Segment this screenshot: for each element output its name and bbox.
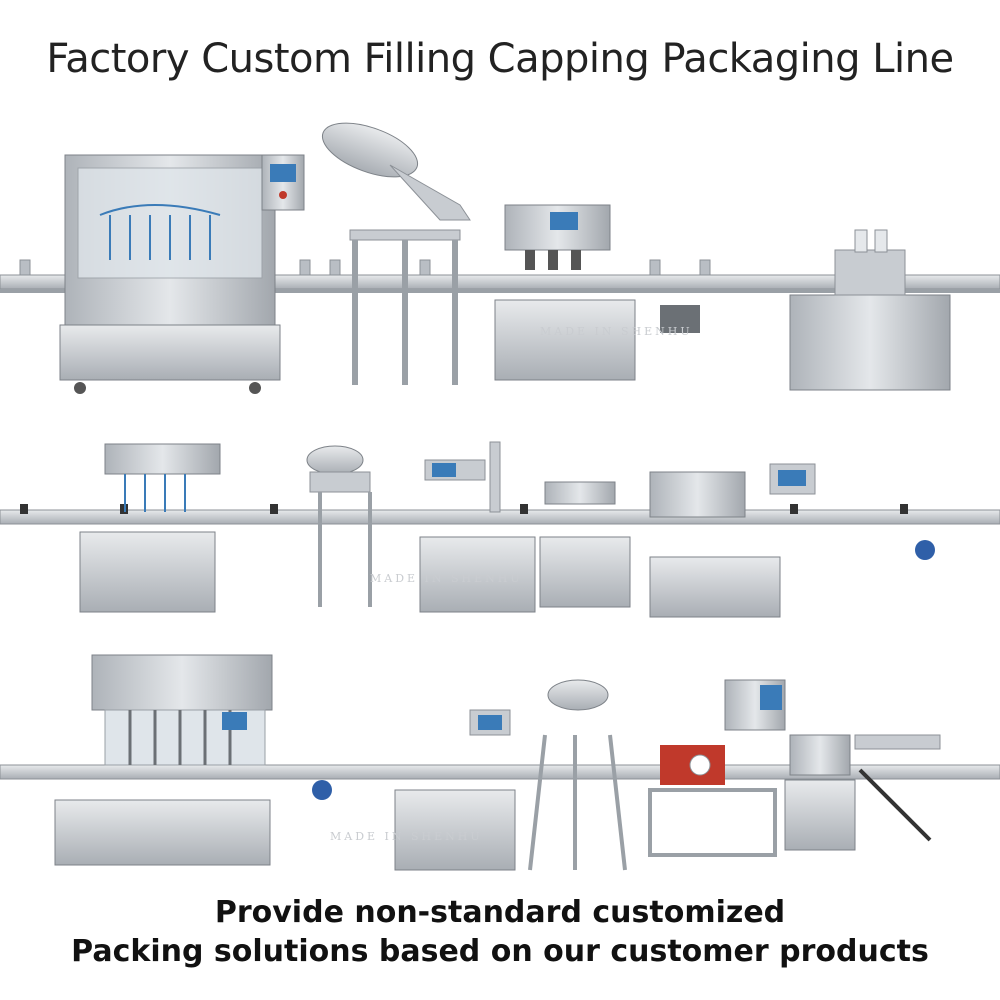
packaging-line-photo-2: MADE IN SHENHU [0,441,1000,618]
page-title: Factory Custom Filling Capping Packaging… [46,36,954,82]
packaging-line-photo-1: MADE IN SHENHU [0,122,1000,394]
watermark-2: MADE IN SHENHU [370,572,523,585]
caption-line-2: Packing solutions based on our customer … [71,934,929,969]
packaging-line-photo-3: MADE IN SHENHU [0,654,1000,871]
caption-line-1: Provide non-standard customized [214,895,786,930]
watermark-3: MADE IN SHENHU [330,830,483,843]
watermark-1: MADE IN SHENHU [540,325,693,338]
